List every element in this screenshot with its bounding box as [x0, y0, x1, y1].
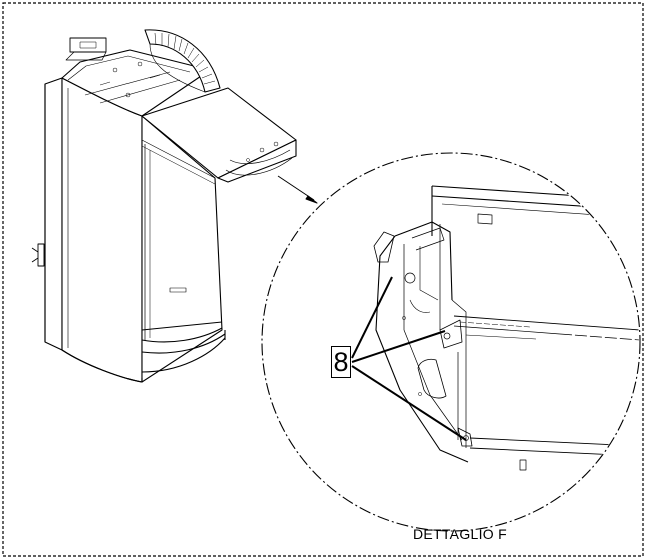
stove-top-deck	[61, 49, 211, 117]
stove-left-panel	[44, 77, 63, 351]
stove-grille	[144, 29, 221, 93]
callout-leaders	[351, 276, 467, 441]
stove-assembly	[31, 29, 318, 383]
callout-number: 8	[331, 346, 351, 378]
stove-base	[61, 349, 143, 383]
detail-view	[261, 152, 641, 532]
stove-logo	[169, 287, 187, 293]
stove-body	[61, 77, 143, 383]
stove-handle	[31, 243, 45, 267]
stove-front-panel	[141, 115, 223, 383]
detail-caption: DETTAGLIO F	[412, 526, 508, 542]
control-panel	[69, 37, 107, 53]
detail-circle	[261, 152, 641, 532]
